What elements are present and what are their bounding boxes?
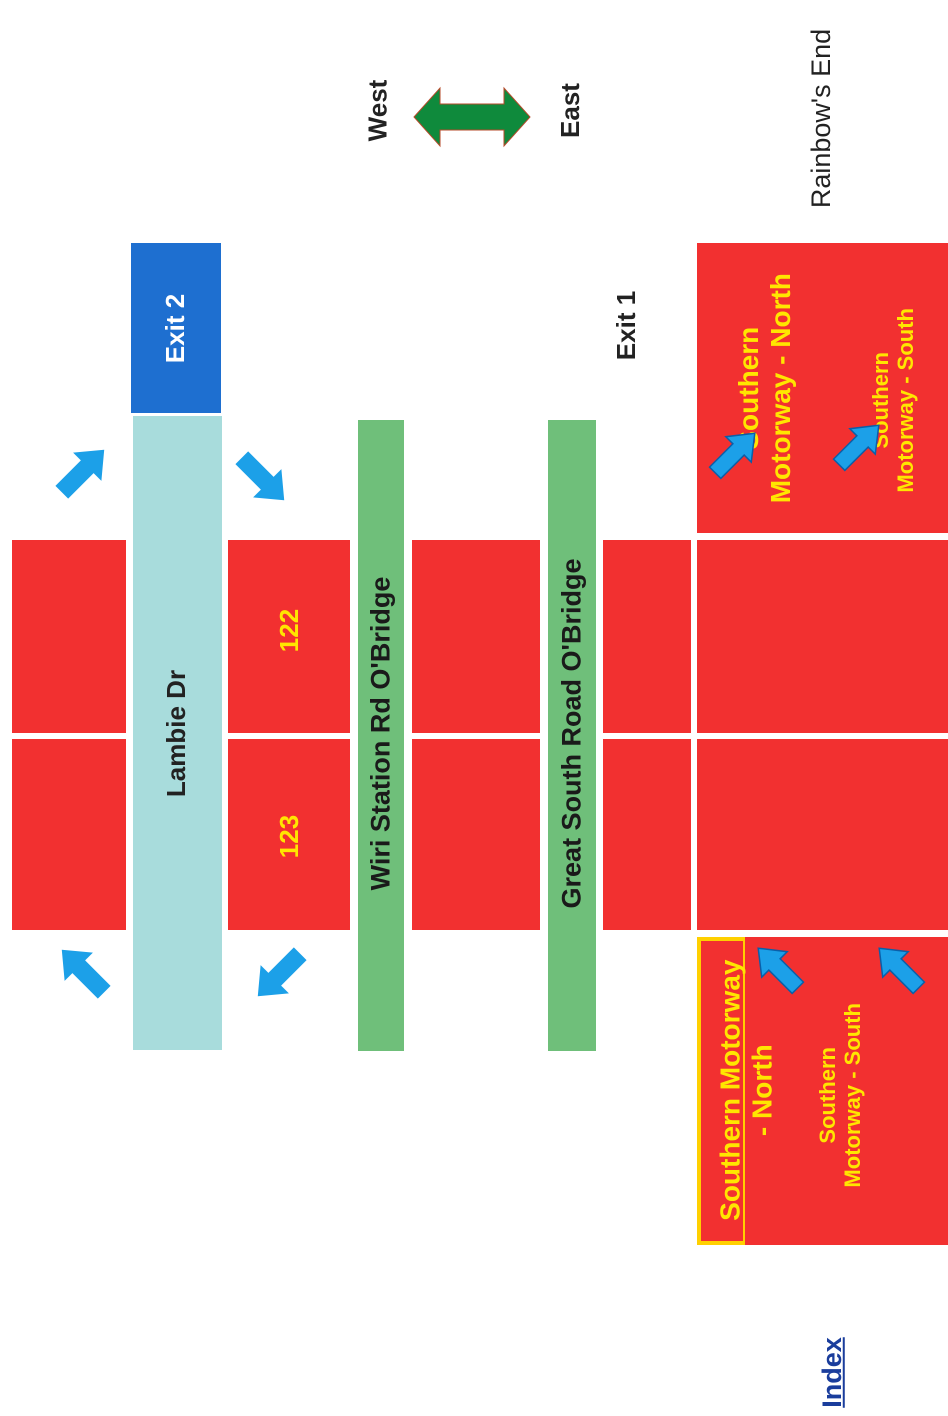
block-row3-right [412,739,540,930]
wiri-overbridge-label: Wiri Station Rd O'Bridge [365,576,396,890]
arrow-icon-top-left-ne [55,449,105,499]
block-123-number: 123 [274,814,305,858]
block-row4-left [603,540,691,733]
lower-block-title-underlay [701,941,743,1241]
lambie-dr-road [133,416,222,1050]
index-link[interactable]: Index [816,1336,847,1408]
east-label: East [554,82,585,138]
west-east-double-arrow-icon [413,86,531,148]
great-south-overbridge-label: Great South Road O'Bridge [556,558,587,908]
arrow-icon-top-right-nw [61,949,111,999]
rainbows-end-label: Rainbow's End [806,28,837,208]
block-row4-right [603,739,691,930]
exit2-box[interactable] [131,243,221,413]
block-122 [228,540,350,733]
arrow-icon-mid-right-sw [257,947,307,997]
block-top-right [12,739,126,930]
block-bottom-middle-b [697,739,948,930]
lambie-dr-label: Lambie Dr [161,669,192,797]
arrow-icon-mid-left-se [235,451,285,501]
block-bottom-middle-a [697,540,948,733]
lower-block-line4: Motorway - South [840,1002,866,1188]
west-label: West [362,79,393,141]
upper-block-line2: Motorway - North [765,272,796,504]
arrow-icon-lower-block-2 [878,947,926,995]
lower-block-line3: Southern [814,1046,840,1144]
exit1-label[interactable]: Exit 1 [611,290,642,360]
block-top-left [12,540,126,733]
arrow-icon-upper-block-1 [708,432,756,480]
great-south-overbridge-road [548,420,596,1051]
block-123 [228,739,350,930]
upper-block-line4: Motorway - South [893,307,919,493]
exit2-label[interactable]: Exit 2 [160,293,191,363]
lower-block-line1: Southern Motorway [714,959,746,1221]
block-southern-motorway-upper [697,243,948,533]
wiri-overbridge-road [358,420,404,1051]
lower-block-south-text: Southern Motorway - South [815,1003,866,1188]
arrow-icon-upper-block-2 [832,424,880,472]
block-122-number: 122 [274,608,305,652]
arrow-icon-lower-block-1 [757,947,805,995]
block-row3-left [412,540,540,733]
